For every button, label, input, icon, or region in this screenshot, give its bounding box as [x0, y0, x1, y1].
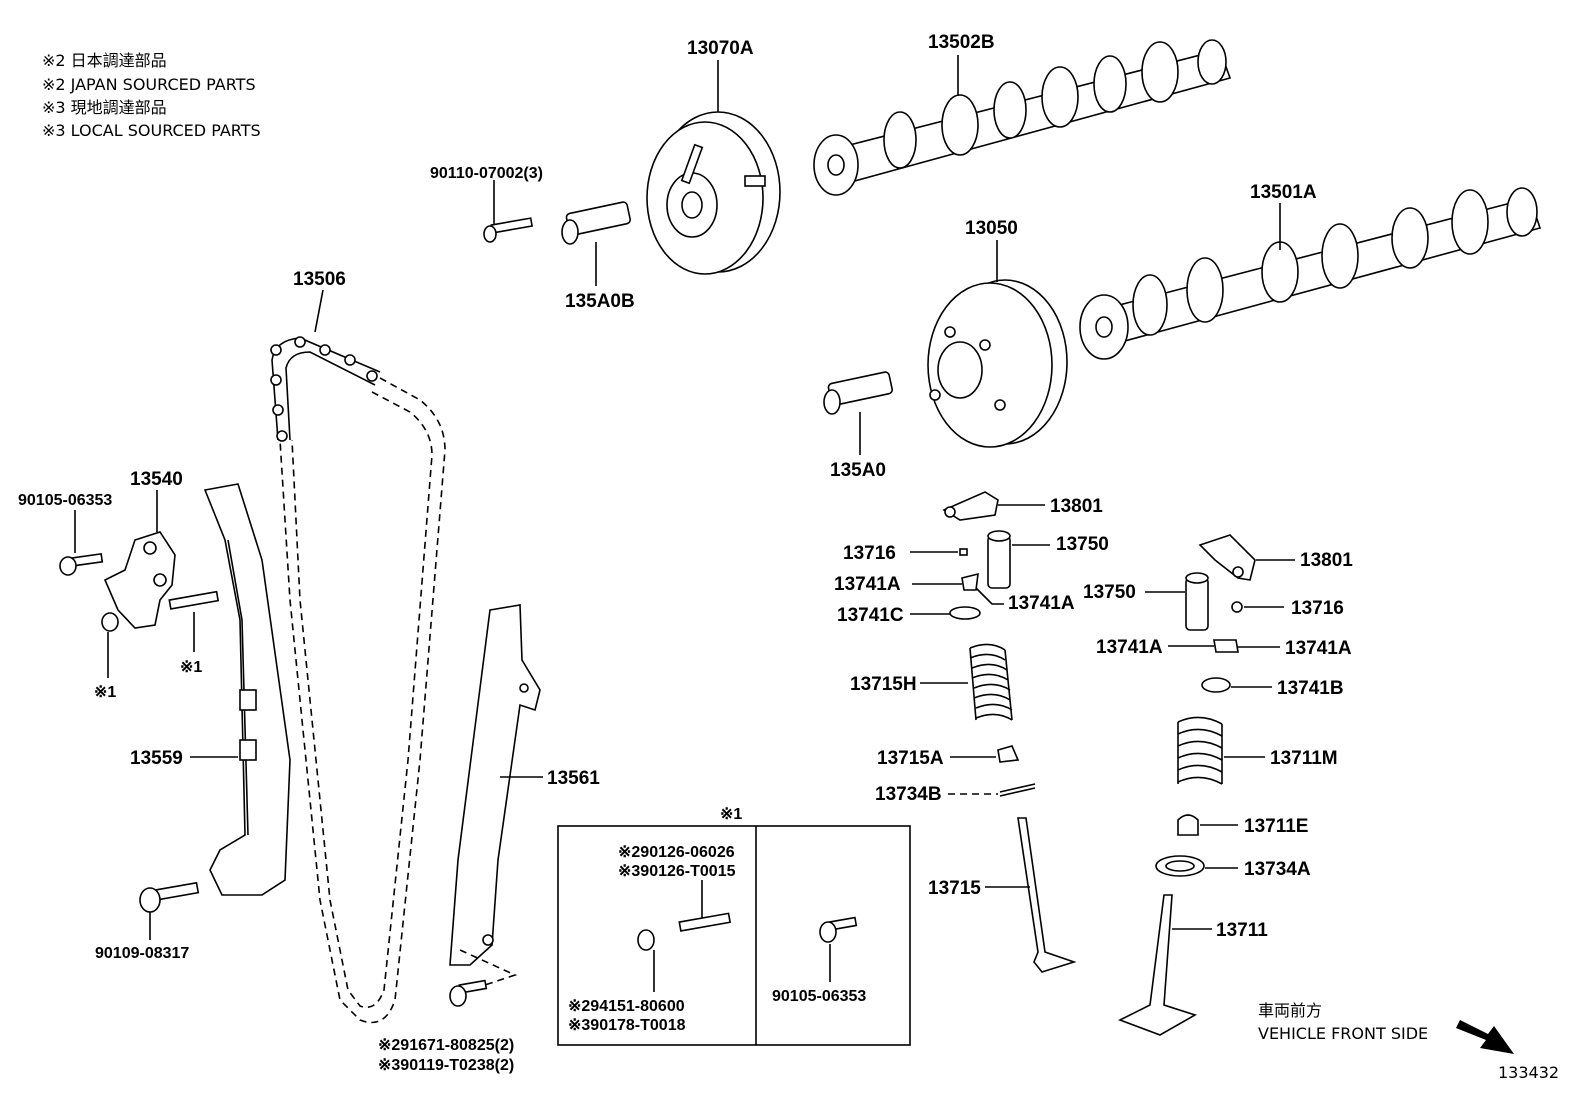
label-13750-a: 13750 [1056, 534, 1109, 555]
bolt-90109 [139, 881, 200, 913]
label-13741b: 13741B [1277, 678, 1344, 699]
stud-bolt-a [168, 590, 220, 610]
valve-135a0 [823, 371, 893, 415]
bolt-90105-a [59, 552, 104, 576]
label-13741a-c: 13741A [1096, 637, 1163, 658]
label-13070a: 13070A [687, 38, 754, 59]
label-13559: 13559 [130, 748, 183, 769]
rocker-arm-13801-a [942, 491, 999, 521]
label-13715a: 13715A [877, 748, 944, 769]
lash-adjuster-13750-b [1185, 572, 1209, 631]
label-13716-b: 13716 [1291, 598, 1344, 619]
label-13715h: 13715H [850, 674, 917, 695]
label-90178-T0018: ※390178-T0018 [568, 1017, 686, 1034]
cam-gear-13050 [927, 279, 1068, 448]
label-90119-T0238: ※390119-T0238(2) [378, 1057, 514, 1074]
nut-94151 [637, 929, 655, 951]
label-13502b: 13502B [928, 32, 995, 53]
label-13734b: 13734B [875, 784, 942, 805]
label-13050: 13050 [965, 218, 1018, 239]
chain-guide-13559 [203, 483, 291, 896]
label-13741c: 13741C [837, 605, 904, 626]
label-94151-80600: ※294151-80600 [568, 998, 685, 1015]
cam-gear-13070a [646, 111, 781, 275]
front-jp: 車両前方 [1258, 1001, 1322, 1020]
label-90105-06353-b: 90105-06353 [772, 988, 866, 1005]
seal-13715a [997, 745, 1020, 763]
front-arrow-icon [1456, 1020, 1514, 1054]
detail-box [557, 825, 911, 1046]
valve-135a0b [561, 201, 631, 245]
timing-chain-13506 [270, 336, 446, 1024]
valve-spring-13715h [969, 643, 1013, 721]
label-13711: 13711 [1216, 920, 1268, 941]
cotter-13741a-c [1213, 639, 1239, 653]
key-13716-b [1231, 601, 1243, 613]
label-13801-a: 13801 [1050, 496, 1103, 517]
label-13501a: 13501A [1250, 182, 1317, 203]
camshaft-13502b [813, 39, 1232, 196]
label-13750-b: 13750 [1083, 582, 1136, 603]
rocker-arm-13801-b [1198, 534, 1256, 581]
chain-guide-13561 [449, 604, 541, 966]
camshaft-13501a [1079, 187, 1542, 360]
valve-spring-13711m [1177, 716, 1223, 785]
label-91671-80825: ※291671-80825(2) [378, 1037, 514, 1054]
key-13716-a [959, 548, 968, 556]
bolt-90110 [483, 217, 534, 243]
lash-adjuster-13750-a [987, 530, 1011, 589]
note-line-1: ※2 日本調達部品 [42, 51, 167, 70]
label-13711m: 13711M [1270, 748, 1338, 769]
valve-13711 [1118, 894, 1197, 1036]
label-13711e: 13711E [1244, 816, 1308, 837]
retainer-13741b [1201, 677, 1231, 693]
note-line-3: ※3 現地調達部品 [42, 98, 167, 117]
bolt-91671 [449, 979, 488, 1007]
cotter-13741a-a [961, 572, 979, 591]
label-13801-b: 13801 [1300, 550, 1353, 571]
washer-13734b [999, 783, 1036, 797]
label-90126-06026: ※290126-06026 [618, 844, 735, 861]
label-13734a: 13734A [1244, 859, 1311, 880]
diagram-id: 133432 [1498, 1063, 1559, 1082]
label-90126-T0015: ※390126-T0015 [618, 863, 736, 880]
tensioner-13540 [103, 531, 176, 629]
label-13561: 13561 [547, 768, 600, 789]
note-line-4: ※3 LOCAL SOURCED PARTS [42, 121, 261, 140]
label-13716-a: 13716 [843, 543, 896, 564]
nut-a [101, 612, 119, 632]
mark-1-a: ※1 [180, 659, 202, 676]
label-90109-08317: 90109-08317 [95, 945, 189, 962]
label-13506: 13506 [293, 269, 346, 290]
label-13540: 13540 [130, 469, 183, 490]
seal-13711e [1177, 814, 1199, 836]
label-13715: 13715 [928, 878, 981, 899]
bolt-90105-b [819, 916, 858, 943]
label-13741a-b: 13741A [1008, 593, 1075, 614]
label-90110-07002: 90110-07002(3) [430, 165, 543, 182]
mark-1-b: ※1 [94, 684, 116, 701]
front-en: VEHICLE FRONT SIDE [1258, 1024, 1428, 1043]
label-135a0: 135A0 [830, 460, 886, 481]
note-line-2: ※2 JAPAN SOURCED PARTS [42, 75, 256, 94]
valve-13715 [1017, 817, 1077, 973]
stud-bolt-90126 [678, 912, 732, 932]
label-13741a-a: 13741A [834, 574, 901, 595]
label-13741a-d: 13741A [1285, 638, 1352, 659]
label-135a0b: 135A0B [565, 291, 635, 312]
retainer-13741c [949, 606, 981, 620]
label-90105-06353-a: 90105-06353 [18, 492, 112, 509]
box-mark: ※1 [720, 806, 742, 823]
